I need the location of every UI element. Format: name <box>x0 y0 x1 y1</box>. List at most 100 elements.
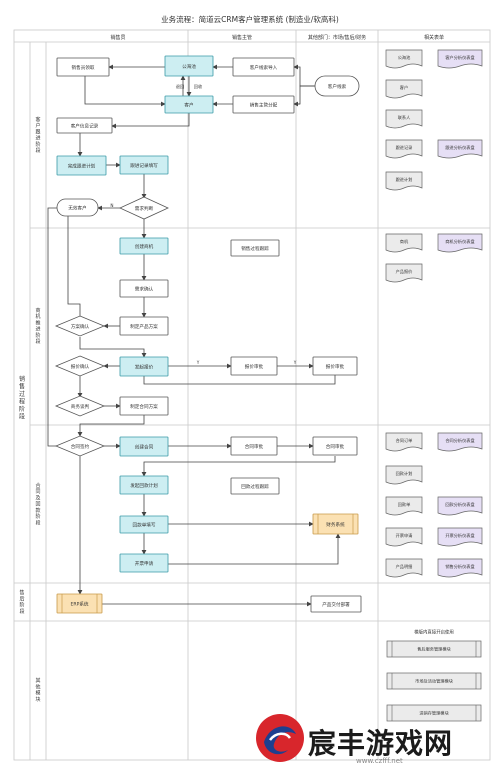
form-product-detail[interactable]: 产品明细 <box>385 558 423 578</box>
stage-contract-char: 同 <box>35 489 40 495</box>
node-make-contract-label: 制定合同方案 <box>130 403 158 410</box>
node-invalid[interactable]: 无效客户 <box>56 198 99 217</box>
stage-sales-process-char: 段 <box>19 412 25 420</box>
node-contract-approve2[interactable]: 合同审批 <box>312 436 358 456</box>
form-public-pool-label: 公海池 <box>398 54 411 61</box>
node-contract-approve[interactable]: 合同审批 <box>230 436 278 456</box>
form-opp-dashboard[interactable]: 商机分析仪表盘 <box>437 233 483 253</box>
form-public-pool[interactable]: 公海池 <box>385 49 423 69</box>
module-aftersale-label: 售后服务管理模块 <box>417 646 451 653</box>
stage-sales-process-char: 销 <box>19 375 25 383</box>
node-create-contract[interactable]: 创建合同 <box>119 436 169 457</box>
form-product-quote[interactable]: 产品报价 <box>385 263 423 283</box>
modules-title: 模版内直接开启使用 <box>414 629 454 636</box>
node-biz-nego[interactable]: 商务谈判 <box>54 395 106 417</box>
node-assign-label: 销售主管分配 <box>250 102 278 109</box>
node-plan-confirm[interactable]: 方案确认 <box>54 315 106 337</box>
node-public-pool[interactable]: 公海池 <box>164 55 214 77</box>
node-quote-approve2-label: 报价审批 <box>326 363 345 370</box>
node-follow-fill[interactable]: 跟进记录填写 <box>119 155 169 175</box>
node-confirm-need[interactable]: 需求确认 <box>119 279 169 298</box>
form-follow-plan[interactable]: 跟进计划 <box>385 171 423 191</box>
module-marketing[interactable]: 市场及活动管理模块 <box>386 672 482 690</box>
node-pay-fill-label: 回款单填写 <box>133 522 156 529</box>
stage-other-char: 块 <box>35 696 40 703</box>
form-opp-dashboard-label: 商机分析仪表盘 <box>445 238 474 245</box>
form-pay-dashboard[interactable]: 回款分析仪表盘 <box>437 496 483 516</box>
node-send-quote[interactable]: 发起报价 <box>119 356 169 377</box>
col-manager: 销售主管 <box>232 34 252 41</box>
form-opportunity[interactable]: 商机 <box>385 233 423 253</box>
form-contract-order[interactable]: 合同订单 <box>385 432 423 452</box>
stage-customer-char: 阶 <box>35 141 40 148</box>
node-biz-nego-label: 商务谈判 <box>71 403 90 410</box>
stage-customer-char: 跟 <box>35 129 40 135</box>
node-quote-approve2[interactable]: 报价审批 <box>312 356 358 376</box>
node-pay-plan[interactable]: 发起回款计划 <box>119 475 169 495</box>
form-follow-record[interactable]: 跟进记录 <box>385 139 423 159</box>
stage-opportunity-char: 段 <box>35 338 40 345</box>
form-opportunity-label: 商机 <box>400 238 409 245</box>
stage-aftersale-char: 段 <box>19 608 24 615</box>
node-need-judge[interactable]: 需求判断 <box>119 196 169 220</box>
node-pay-fill[interactable]: 回款单填写 <box>119 515 169 534</box>
node-quote-confirm[interactable]: 报价确认 <box>54 355 106 377</box>
form-follow-dashboard[interactable]: 跟进分析仪表盘 <box>437 139 483 159</box>
module-inventory[interactable]: 进销存管理模块 <box>386 704 482 722</box>
page-title: 业务流程：简道云CRM客户管理系统 (制造业/软高科) <box>161 15 339 24</box>
form-invoice-dashboard-label: 开票分析仪表盘 <box>445 532 474 539</box>
node-quote-approve-label: 报价审批 <box>245 363 264 370</box>
node-info-record-label: 客户信息记录 <box>71 123 99 130</box>
node-info-record[interactable]: 客户信息记录 <box>56 117 113 134</box>
node-create-opp[interactable]: 创建商机 <box>119 237 169 255</box>
node-import[interactable]: 客户线索导入 <box>232 57 295 77</box>
node-assign[interactable]: 销售主管分配 <box>232 95 295 114</box>
node-plan[interactable]: 完成跟进计划 <box>56 155 107 176</box>
module-aftersale[interactable]: 售后服务管理模块 <box>386 640 482 658</box>
node-opp-track[interactable]: 销售过程跟踪 <box>230 239 280 257</box>
form-invoice-dashboard[interactable]: 开票分析仪表盘 <box>437 527 483 547</box>
stage-other-char: 他 <box>35 683 40 690</box>
node-customer[interactable]: 客户 <box>164 95 214 114</box>
node-pay-track[interactable]: 回款过程跟踪 <box>230 477 280 495</box>
form-pay-dashboard-label: 回款分析仪表盘 <box>445 501 474 508</box>
form-pay-plan[interactable]: 回款计划 <box>385 465 423 485</box>
node-contract-sign-label: 合同签约 <box>71 443 90 450</box>
node-pay-plan-label: 发起回款计划 <box>130 482 158 489</box>
watermark-url: www.czfff.net <box>356 757 403 765</box>
node-invoice[interactable]: 开票申请 <box>119 553 169 573</box>
form-customer-dashboard[interactable]: 客户分析仪表盘 <box>437 49 483 69</box>
node-make-plan[interactable]: 制定产品方案 <box>119 316 169 336</box>
form-contract-dashboard[interactable]: 合同分析仪表盘 <box>437 432 483 452</box>
form-customer-label: 客户 <box>400 84 408 91</box>
stage-sales-process-char: 阶 <box>19 405 25 413</box>
stage-contract-char: 阶 <box>35 513 40 520</box>
node-finance-sys[interactable]: 财务系统 <box>312 513 359 535</box>
node-plan-label: 完成跟进计划 <box>68 163 96 170</box>
stage-opportunity-char: 商 <box>35 307 40 314</box>
swimlane-grid <box>13 29 491 761</box>
node-delivery[interactable]: 产品交付部署 <box>310 595 362 613</box>
node-quote-approve[interactable]: 报价审批 <box>230 356 278 376</box>
node-sales-recv[interactable]: 销售员领取 <box>56 57 110 77</box>
node-contract-sign[interactable]: 合同签约 <box>54 435 106 457</box>
stage-aftersale-char: 后 <box>19 595 24 602</box>
node-make-contract[interactable]: 制定合同方案 <box>119 396 169 416</box>
form-contract-dashboard-label: 合同分析仪表盘 <box>445 437 474 444</box>
node-sales-recv-label: 销售员领取 <box>72 64 95 71</box>
node-source[interactable]: 客户线索 <box>314 75 360 97</box>
form-invoice-label: 开票申请 <box>396 532 413 539</box>
stage-opportunity-char: 阶 <box>35 332 40 339</box>
form-pay-record[interactable]: 回款单 <box>385 496 423 516</box>
node-invoice-label: 开票申请 <box>135 560 154 567</box>
form-customer[interactable]: 客户 <box>385 79 423 99</box>
form-invoice[interactable]: 开票申请 <box>385 527 423 547</box>
form-follow-plan-label: 跟进计划 <box>396 176 413 183</box>
node-need-judge-label: 需求判断 <box>135 205 154 212</box>
form-contact[interactable]: 联系人 <box>385 109 423 129</box>
node-plan-confirm-label: 方案确认 <box>71 323 90 330</box>
node-erp[interactable]: ERP系统 <box>56 593 103 614</box>
form-sales-dashboard[interactable]: 销售分析仪表盘 <box>437 558 483 578</box>
